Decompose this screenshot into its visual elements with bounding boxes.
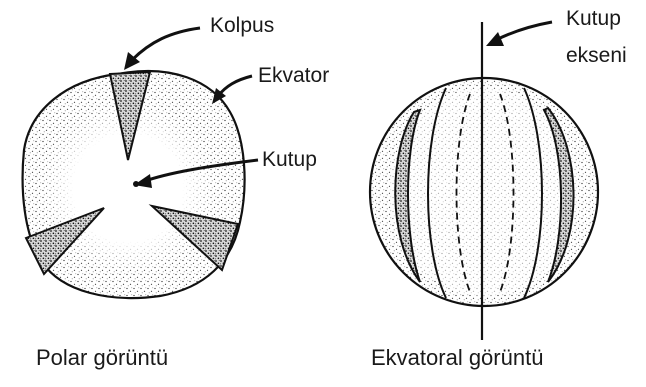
label-polar-axis-line1: Kutup xyxy=(566,8,621,29)
label-equator: Ekvator xyxy=(258,65,329,86)
caption-polar-view: Polar görüntü xyxy=(36,347,168,369)
label-polar-axis-line2: ekseni xyxy=(566,45,627,66)
caption-equatorial-view: Ekvatoral görüntü xyxy=(371,347,543,369)
colpus-pointer xyxy=(124,28,200,70)
polar-view-grain xyxy=(23,71,245,298)
label-colpus: Kolpus xyxy=(210,15,274,36)
equatorial-view-grain xyxy=(370,22,598,340)
equator-pointer xyxy=(212,76,252,104)
label-pole: Kutup xyxy=(262,149,317,170)
polar-axis-pointer xyxy=(486,22,552,46)
